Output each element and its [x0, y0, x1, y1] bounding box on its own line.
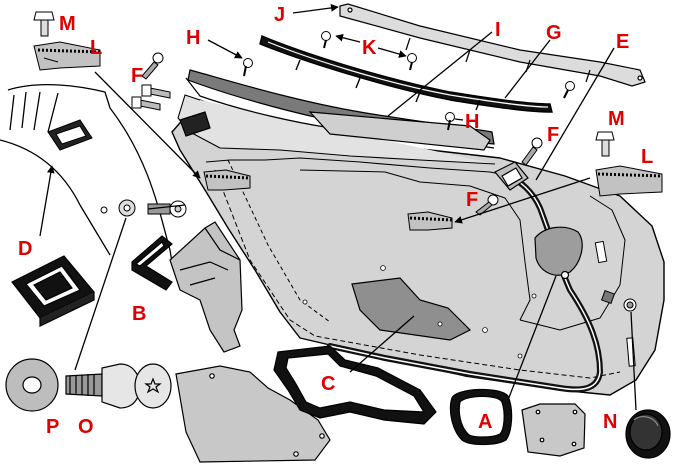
door-holes — [302, 265, 537, 359]
label-a: A — [478, 411, 492, 433]
lower-trim-panel — [175, 365, 331, 463]
washer-p — [5, 358, 59, 412]
label-p: P — [46, 416, 59, 438]
label-l-right: L — [641, 146, 653, 168]
label-h-lower: H — [465, 111, 479, 133]
bolt-pair-left — [131, 84, 171, 111]
upper-window-molding — [339, 3, 646, 87]
label-f-middle: F — [466, 189, 478, 211]
leader-g — [504, 39, 551, 99]
door-speaker-opening — [534, 226, 583, 280]
bolt-m-top-left — [33, 11, 55, 37]
part-labels: M L J H K I G E F H M F L F D B C A N P … — [18, 4, 653, 438]
screw-h-top — [243, 58, 253, 77]
leader-e — [535, 47, 615, 181]
door-shell — [171, 94, 665, 396]
label-m-left: M — [59, 13, 76, 35]
clip-l-right — [595, 165, 663, 197]
leader-k-right — [377, 47, 407, 58]
leader-l-left — [94, 71, 201, 179]
label-g: G — [546, 22, 562, 44]
label-f-right: F — [547, 124, 559, 146]
label-b: B — [132, 303, 146, 325]
grommet-d — [11, 255, 95, 327]
label-d: D — [18, 238, 32, 260]
bolt-o — [65, 363, 172, 409]
fender-hole — [100, 206, 108, 214]
belt-weatherstrip-inner — [308, 111, 491, 151]
door-frame-seal — [327, 173, 604, 393]
speaker-gasket-a — [449, 388, 513, 446]
washer-small — [118, 199, 136, 217]
leader-j — [292, 4, 339, 14]
screw-k-right — [407, 53, 417, 71]
label-h-top: H — [186, 27, 200, 49]
label-f-left: F — [131, 65, 143, 87]
plug-n — [625, 409, 671, 459]
body-fender-outline — [0, 84, 173, 263]
leader-c — [349, 315, 415, 373]
leader-a — [507, 275, 557, 401]
label-l-left: L — [90, 37, 102, 59]
leader-l-right — [454, 177, 591, 224]
screw-j-right — [563, 81, 575, 99]
speaker-cover-panel — [521, 403, 586, 457]
belt-weatherstrip-outer — [259, 35, 553, 113]
leader-lines — [39, 4, 637, 411]
screw-k-left — [321, 31, 331, 49]
screw-f-middle — [475, 194, 499, 216]
bolt-m-right — [595, 131, 615, 157]
leader-i — [387, 31, 493, 117]
leader-d — [39, 165, 55, 237]
clip-on-door-center — [407, 211, 453, 231]
label-k: K — [362, 37, 377, 59]
label-e: E — [616, 31, 629, 53]
bracket-b — [131, 235, 173, 291]
label-n: N — [603, 411, 617, 433]
screw-f-right — [521, 137, 543, 166]
seal-hinge-bracket — [494, 161, 529, 191]
emblem-on-fender — [47, 119, 93, 151]
leader-k-left — [335, 33, 361, 43]
access-panel-gasket-c — [273, 345, 437, 425]
label-j: J — [274, 4, 285, 26]
clip-l-top-left — [33, 41, 101, 71]
label-i: I — [495, 19, 501, 41]
label-m-right: M — [608, 108, 625, 130]
leader-h-lower — [454, 118, 464, 121]
label-c: C — [321, 373, 335, 395]
armrest-bracket — [169, 221, 243, 353]
clip-on-door-left — [203, 169, 251, 191]
label-o: O — [78, 416, 94, 438]
leader-o-to-washer — [74, 217, 127, 371]
leader-n — [630, 311, 637, 411]
leader-h-top — [207, 39, 243, 59]
screw-h-lower — [445, 112, 455, 131]
leader-washer-bolt — [147, 204, 186, 210]
screw-f-top-left — [141, 52, 164, 80]
